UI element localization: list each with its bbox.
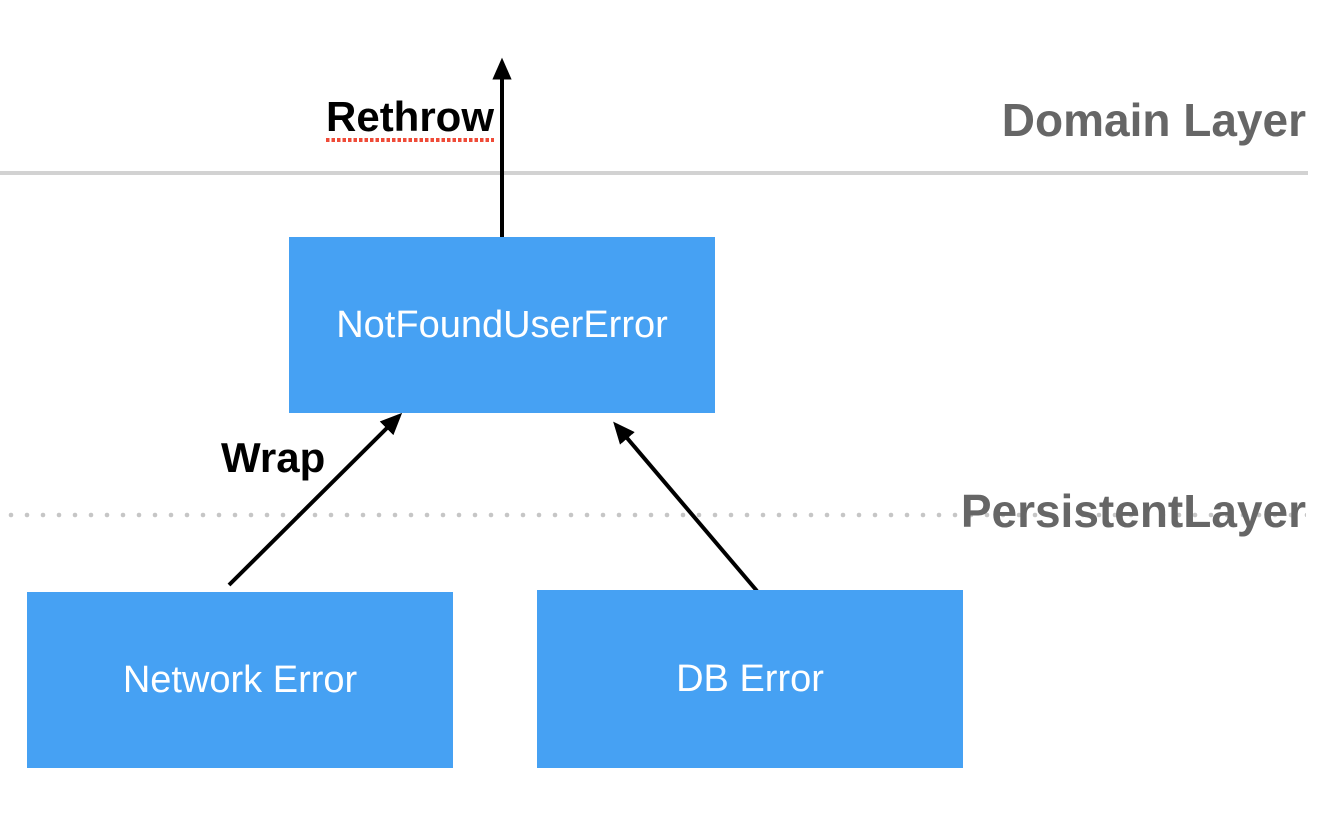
persistent-layer-label: PersistentLayer — [960, 485, 1306, 537]
wrap-edge-label: Wrap — [221, 434, 326, 481]
node-not-found-user-error: NotFoundUserError — [289, 237, 715, 413]
node-network-error-label: Network Error — [122, 658, 358, 701]
wrap-arrow-network-to-notfound — [227, 412, 403, 587]
wrap-arrow-db-to-notfound — [613, 421, 759, 593]
rethrow-edge-label: Rethrow — [326, 93, 494, 142]
persistent-layer-divider-line — [8, 512, 1306, 518]
domain-layer-label: Domain Layer — [1001, 94, 1306, 146]
node-db-error: DB Error — [537, 590, 963, 768]
domain-layer-divider-line — [0, 171, 1308, 175]
node-not-found-user-error-label: NotFoundUserError — [336, 303, 668, 346]
node-db-error-label: DB Error — [676, 657, 824, 700]
node-network-error: Network Error — [27, 592, 453, 768]
